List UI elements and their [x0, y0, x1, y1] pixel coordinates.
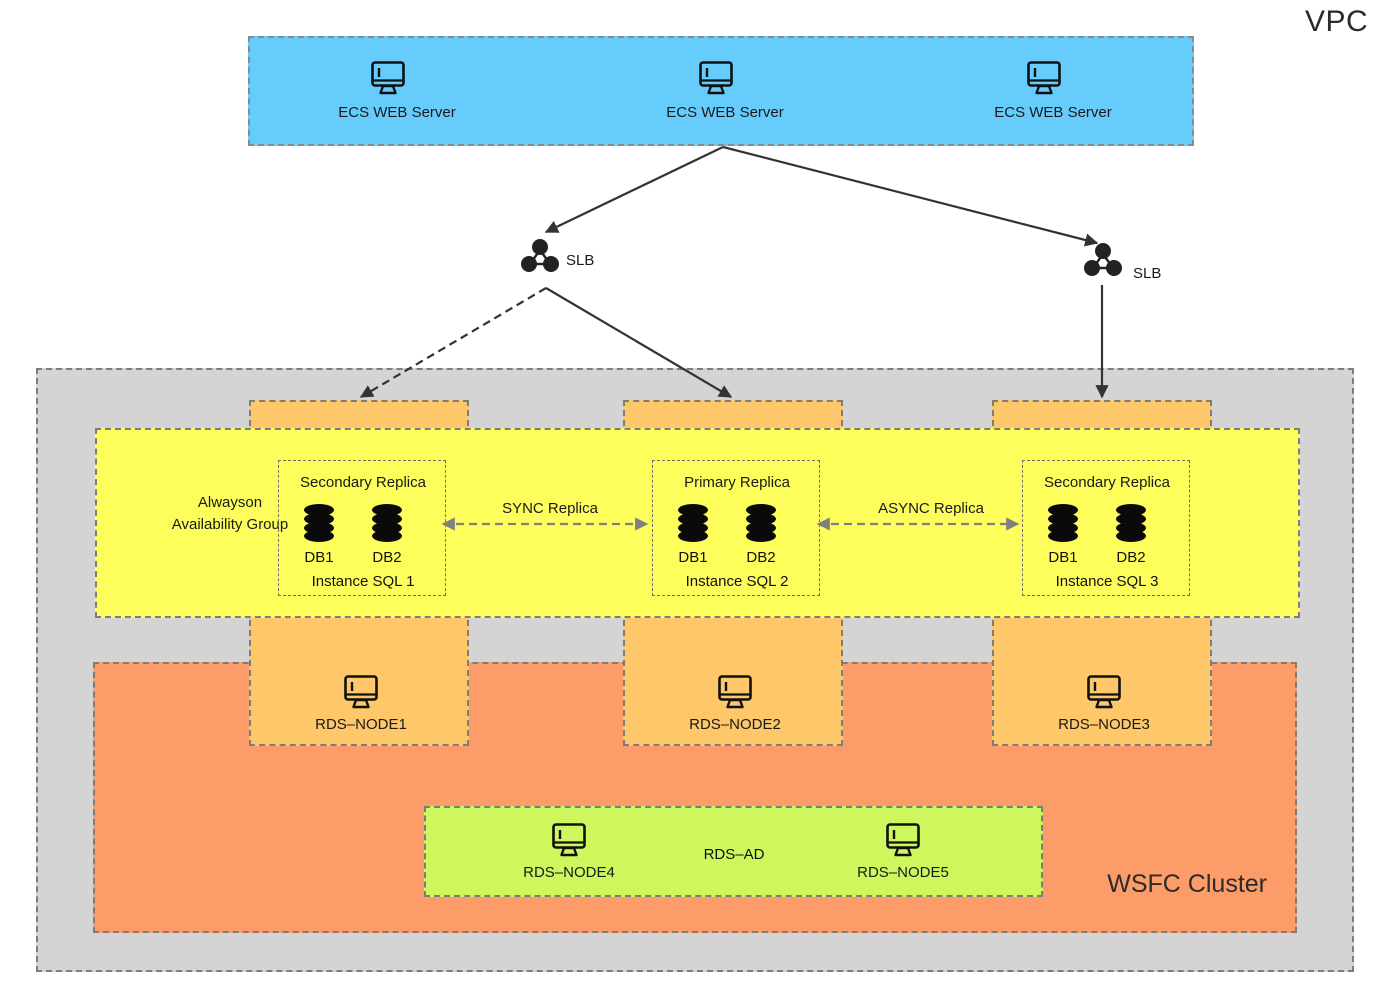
database-icon [1113, 503, 1149, 543]
monitor-icon [369, 60, 407, 96]
rds-ad-container[interactable]: RDS–NODE4 RDS–AD RDS–NODE5 [424, 806, 1043, 897]
rds-node-label: RDS–NODE1 [315, 716, 407, 733]
replica-instance-sql-1[interactable]: Secondary Replica DB1 DB2 Inst [278, 460, 446, 596]
database-icon [675, 503, 711, 543]
database-icon [301, 503, 337, 543]
availability-group-title-line2: Availability Group [171, 516, 289, 533]
ecs-web-server-2[interactable]: ECS WEB Server [640, 60, 810, 132]
slb-2[interactable]: SLB [1081, 240, 1191, 284]
database-icon [1045, 503, 1081, 543]
monitor-icon [1085, 674, 1123, 710]
monitor-icon [884, 822, 922, 858]
rds-ad-node-label: RDS–NODE5 [857, 864, 949, 881]
database-icon [369, 503, 405, 543]
replica-instance-sql-3[interactable]: Secondary Replica DB1 DB2 Inst [1022, 460, 1190, 596]
rds-node-5[interactable]: RDS–NODE5 [818, 822, 988, 890]
connector-ecs-to-slb-2 [722, 145, 1099, 247]
ecs-web-server-3[interactable]: ECS WEB Server [968, 60, 1138, 132]
sync-replica-label: SYNC Replica [502, 500, 598, 517]
slb-label: SLB [566, 252, 595, 269]
monitor-icon [342, 674, 380, 710]
monitor-icon [1025, 60, 1063, 96]
database-icon [743, 503, 779, 543]
replica-instance-sql-2[interactable]: Primary Replica DB1 DB2 Instan [652, 460, 820, 596]
monitor-icon [697, 60, 735, 96]
replica-role-label: Primary Replica [684, 474, 790, 491]
instance-label: Instance SQL 3 [1055, 573, 1159, 590]
replica-role-label: Secondary Replica [1044, 474, 1170, 491]
database-label: DB2 [1116, 549, 1146, 566]
database-label: DB1 [1048, 549, 1078, 566]
vpc-title: VPC [1305, 5, 1369, 38]
slb-icon [1081, 240, 1125, 282]
rds-ad-title: RDS–AD [703, 846, 765, 863]
rds-node-label: RDS–NODE3 [1058, 716, 1150, 733]
database-label: DB2 [746, 549, 776, 566]
ecs-web-server-1[interactable]: ECS WEB Server [312, 60, 482, 132]
ecs-web-server-label: ECS WEB Server [338, 104, 456, 121]
availability-group-title-line1: Alwayson [197, 494, 263, 511]
rds-node-3[interactable]: RDS–NODE3 [994, 674, 1214, 744]
ecs-web-server-label: ECS WEB Server [994, 104, 1112, 121]
availability-group-title: Alwayson Availability Group [125, 492, 335, 536]
async-replica-label: ASYNC Replica [878, 500, 984, 517]
database-label: DB1 [678, 549, 708, 566]
database-label: DB1 [304, 549, 334, 566]
slb-label: SLB [1133, 265, 1162, 282]
ecs-web-server-label: ECS WEB Server [666, 104, 784, 121]
slb-1[interactable]: SLB [518, 236, 628, 280]
replica-role-label: Secondary Replica [300, 474, 426, 491]
database-label: DB2 [372, 549, 402, 566]
connector-ecs-to-slb-1 [544, 146, 724, 233]
rds-node-2[interactable]: RDS–NODE2 [625, 674, 845, 744]
availability-group-container: Alwayson Availability Group Secondary Re… [95, 428, 1300, 618]
instance-label: Instance SQL 1 [311, 573, 415, 590]
wsfc-cluster-label: WSFC Cluster [1107, 870, 1267, 898]
rds-node-label: RDS–NODE2 [689, 716, 781, 733]
monitor-icon [716, 674, 754, 710]
instance-label: Instance SQL 2 [685, 573, 789, 590]
rds-node-1[interactable]: RDS–NODE1 [251, 674, 471, 744]
slb-icon [518, 236, 562, 278]
rds-node-4[interactable]: RDS–NODE4 [484, 822, 654, 890]
rds-ad-node-label: RDS–NODE4 [523, 864, 615, 881]
ecs-web-tier-container: ECS WEB Server ECS WEB Server [248, 36, 1194, 146]
monitor-icon [550, 822, 588, 858]
